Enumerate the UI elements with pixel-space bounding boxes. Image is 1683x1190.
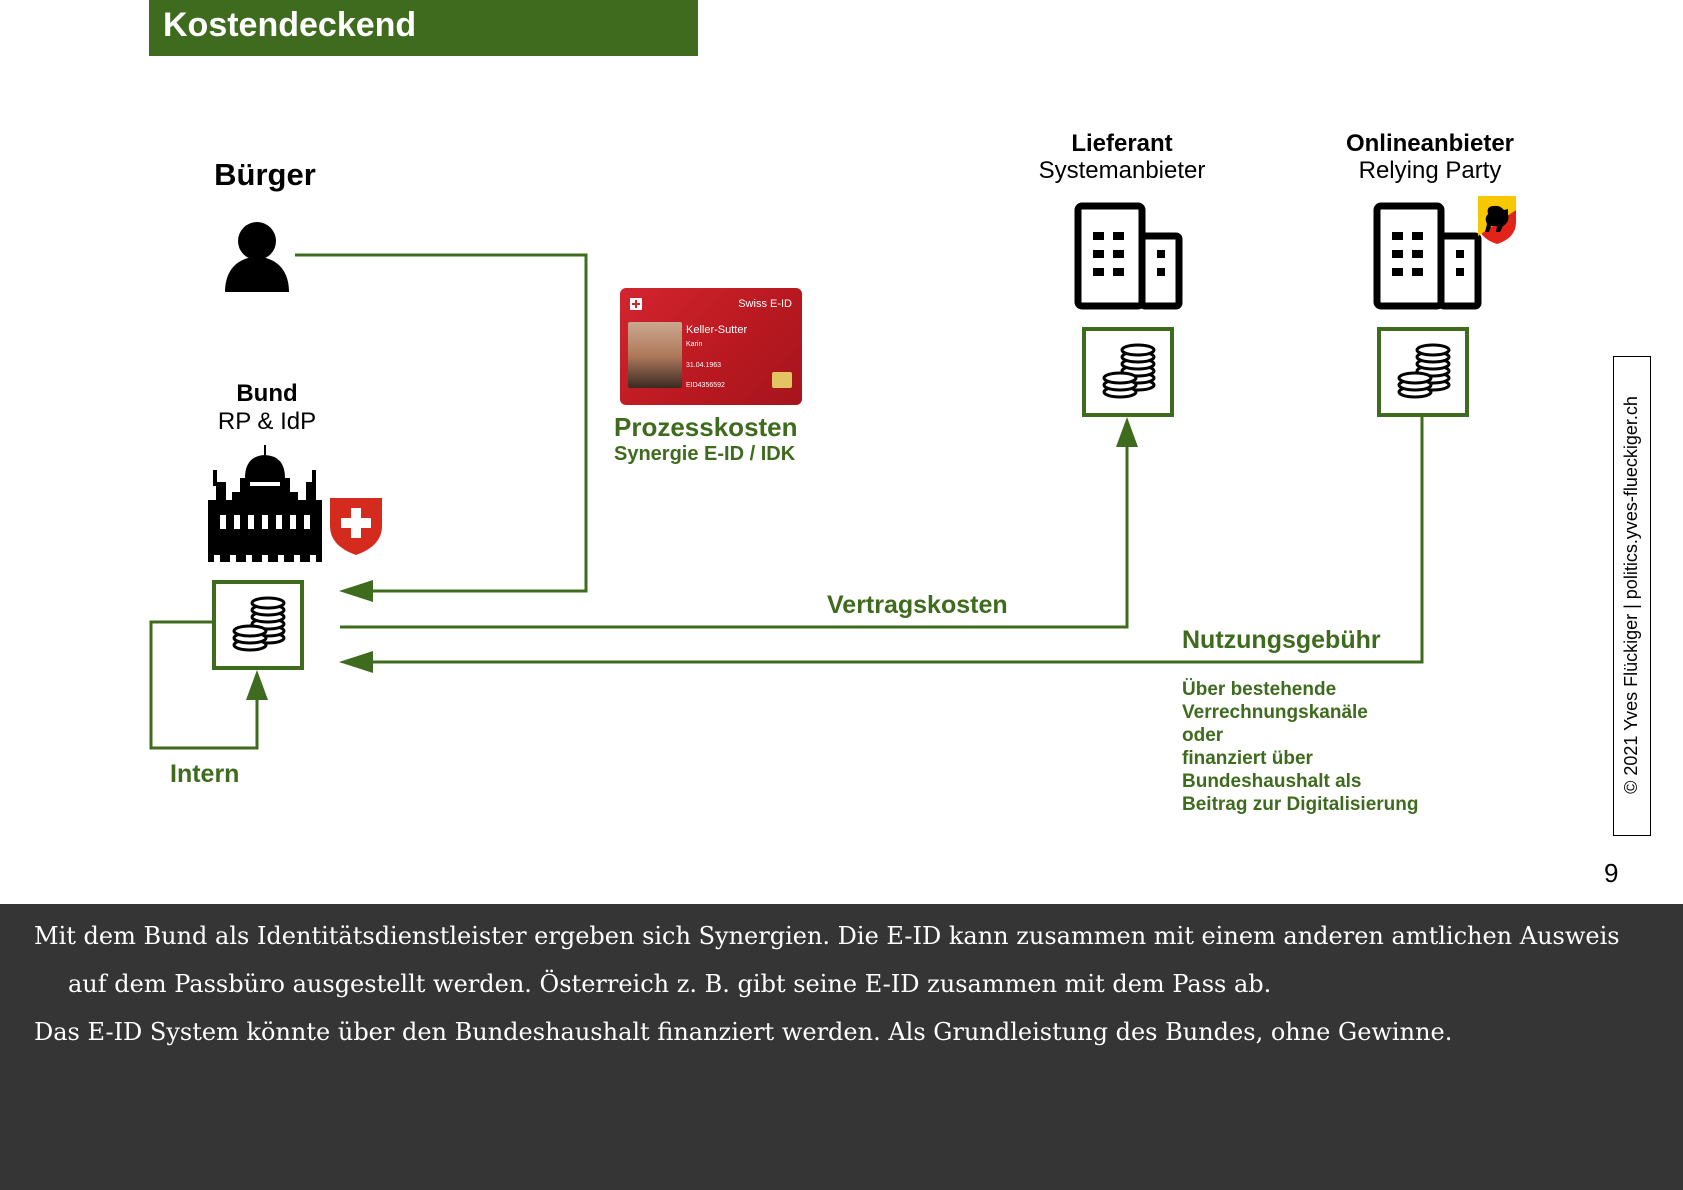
speaker-notes-panel: Mit dem Bund als Identitätsdienstleister… bbox=[0, 904, 1683, 1190]
arrowhead-buerger-to-bund bbox=[339, 580, 373, 602]
slide: Kostendeckend bbox=[149, 0, 1651, 888]
speaker-note-line: Mit dem Bund als Identitätsdienstleister… bbox=[34, 922, 1620, 950]
flow-line-intern bbox=[149, 620, 259, 750]
coins-icon-bund bbox=[212, 580, 304, 670]
actor-onlineanbieter-label: Onlineanbieter bbox=[1345, 130, 1515, 157]
arrowhead-to-lieferant bbox=[1116, 417, 1138, 447]
actor-onlineanbieter-role: Relying Party bbox=[1358, 157, 1502, 184]
flow-line-bund-to-lieferant bbox=[340, 445, 1129, 629]
actor-lieferant-label: Lieferant bbox=[1071, 130, 1173, 157]
person-icon bbox=[225, 222, 289, 292]
title-bar: Kostendeckend bbox=[149, 0, 698, 56]
note-line: finanziert über bbox=[1182, 748, 1313, 769]
coins-icon-onlineanbieter bbox=[1377, 327, 1469, 417]
card-firstname: Karin bbox=[686, 341, 703, 348]
copyright-box bbox=[1613, 356, 1651, 836]
speaker-note-line: Das E-ID System könnte über den Bundesha… bbox=[34, 1018, 1453, 1046]
swiss-eid-card: Swiss E-ID Keller-Sutter Karin 31.04.196… bbox=[620, 288, 802, 405]
card-chip-icon bbox=[772, 372, 792, 388]
coins-icon-lieferant bbox=[1082, 327, 1174, 417]
flow-label-prozesskosten: Prozesskosten bbox=[614, 412, 798, 442]
flow-label-vertragskosten: Vertragskosten bbox=[827, 591, 1008, 619]
note-line: Über bestehende bbox=[1182, 679, 1337, 700]
note-line: oder bbox=[1182, 725, 1224, 746]
slide-title: Kostendeckend bbox=[163, 6, 417, 44]
flow-line-buerger-to-bund bbox=[295, 253, 588, 593]
office-building-icon bbox=[1074, 202, 1183, 310]
flow-line-onlineanbieter-to-bund bbox=[370, 417, 1424, 664]
bern-coat-of-arms-icon bbox=[1478, 196, 1516, 244]
note-line: Beitrag zur Digitalisierung bbox=[1182, 794, 1419, 815]
swiss-flag-icon bbox=[630, 298, 642, 310]
flow-label-intern: Intern bbox=[170, 760, 240, 788]
actor-lieferant-role: Systemanbieter bbox=[1038, 157, 1206, 184]
office-building-icon bbox=[1373, 202, 1482, 310]
note-line: Verrechnungskanäle bbox=[1182, 702, 1368, 723]
actor-bund-label: Bund bbox=[236, 380, 298, 407]
actor-buerger-label: Bürger bbox=[214, 157, 316, 192]
flow-label-nutzungsgebuehr: Nutzungsgebühr bbox=[1182, 626, 1381, 654]
card-title: Swiss E-ID bbox=[738, 298, 792, 310]
diagram-graphics bbox=[149, 196, 1516, 750]
federal-palace-icon bbox=[208, 445, 322, 562]
page-number: 9 bbox=[1604, 858, 1619, 888]
actor-bund-role: RP & IdP bbox=[217, 408, 317, 435]
flow-sublabel-prozesskosten: Synergie E-ID / IDK bbox=[614, 443, 796, 465]
card-portrait bbox=[628, 322, 682, 388]
flow-notes-nutzungsgebuehr: Über bestehende Verrechnungskanäle oder … bbox=[1182, 678, 1502, 816]
arrowhead-intern bbox=[246, 670, 268, 700]
speaker-note-line: auf dem Passbüro ausgestellt werden. Öst… bbox=[68, 970, 1272, 998]
card-surname: Keller-Sutter bbox=[686, 324, 748, 336]
note-line: Bundeshaushalt als bbox=[1182, 771, 1362, 792]
card-date: 31.04.1963 bbox=[686, 362, 722, 369]
card-number: EID4356592 bbox=[686, 382, 725, 389]
copyright-text: © 2021 Yves Flückiger | politics.yves-fl… bbox=[1621, 396, 1641, 794]
arrowhead-onlineanbieter-to-bund bbox=[339, 651, 373, 673]
swiss-shield-icon bbox=[330, 498, 382, 555]
